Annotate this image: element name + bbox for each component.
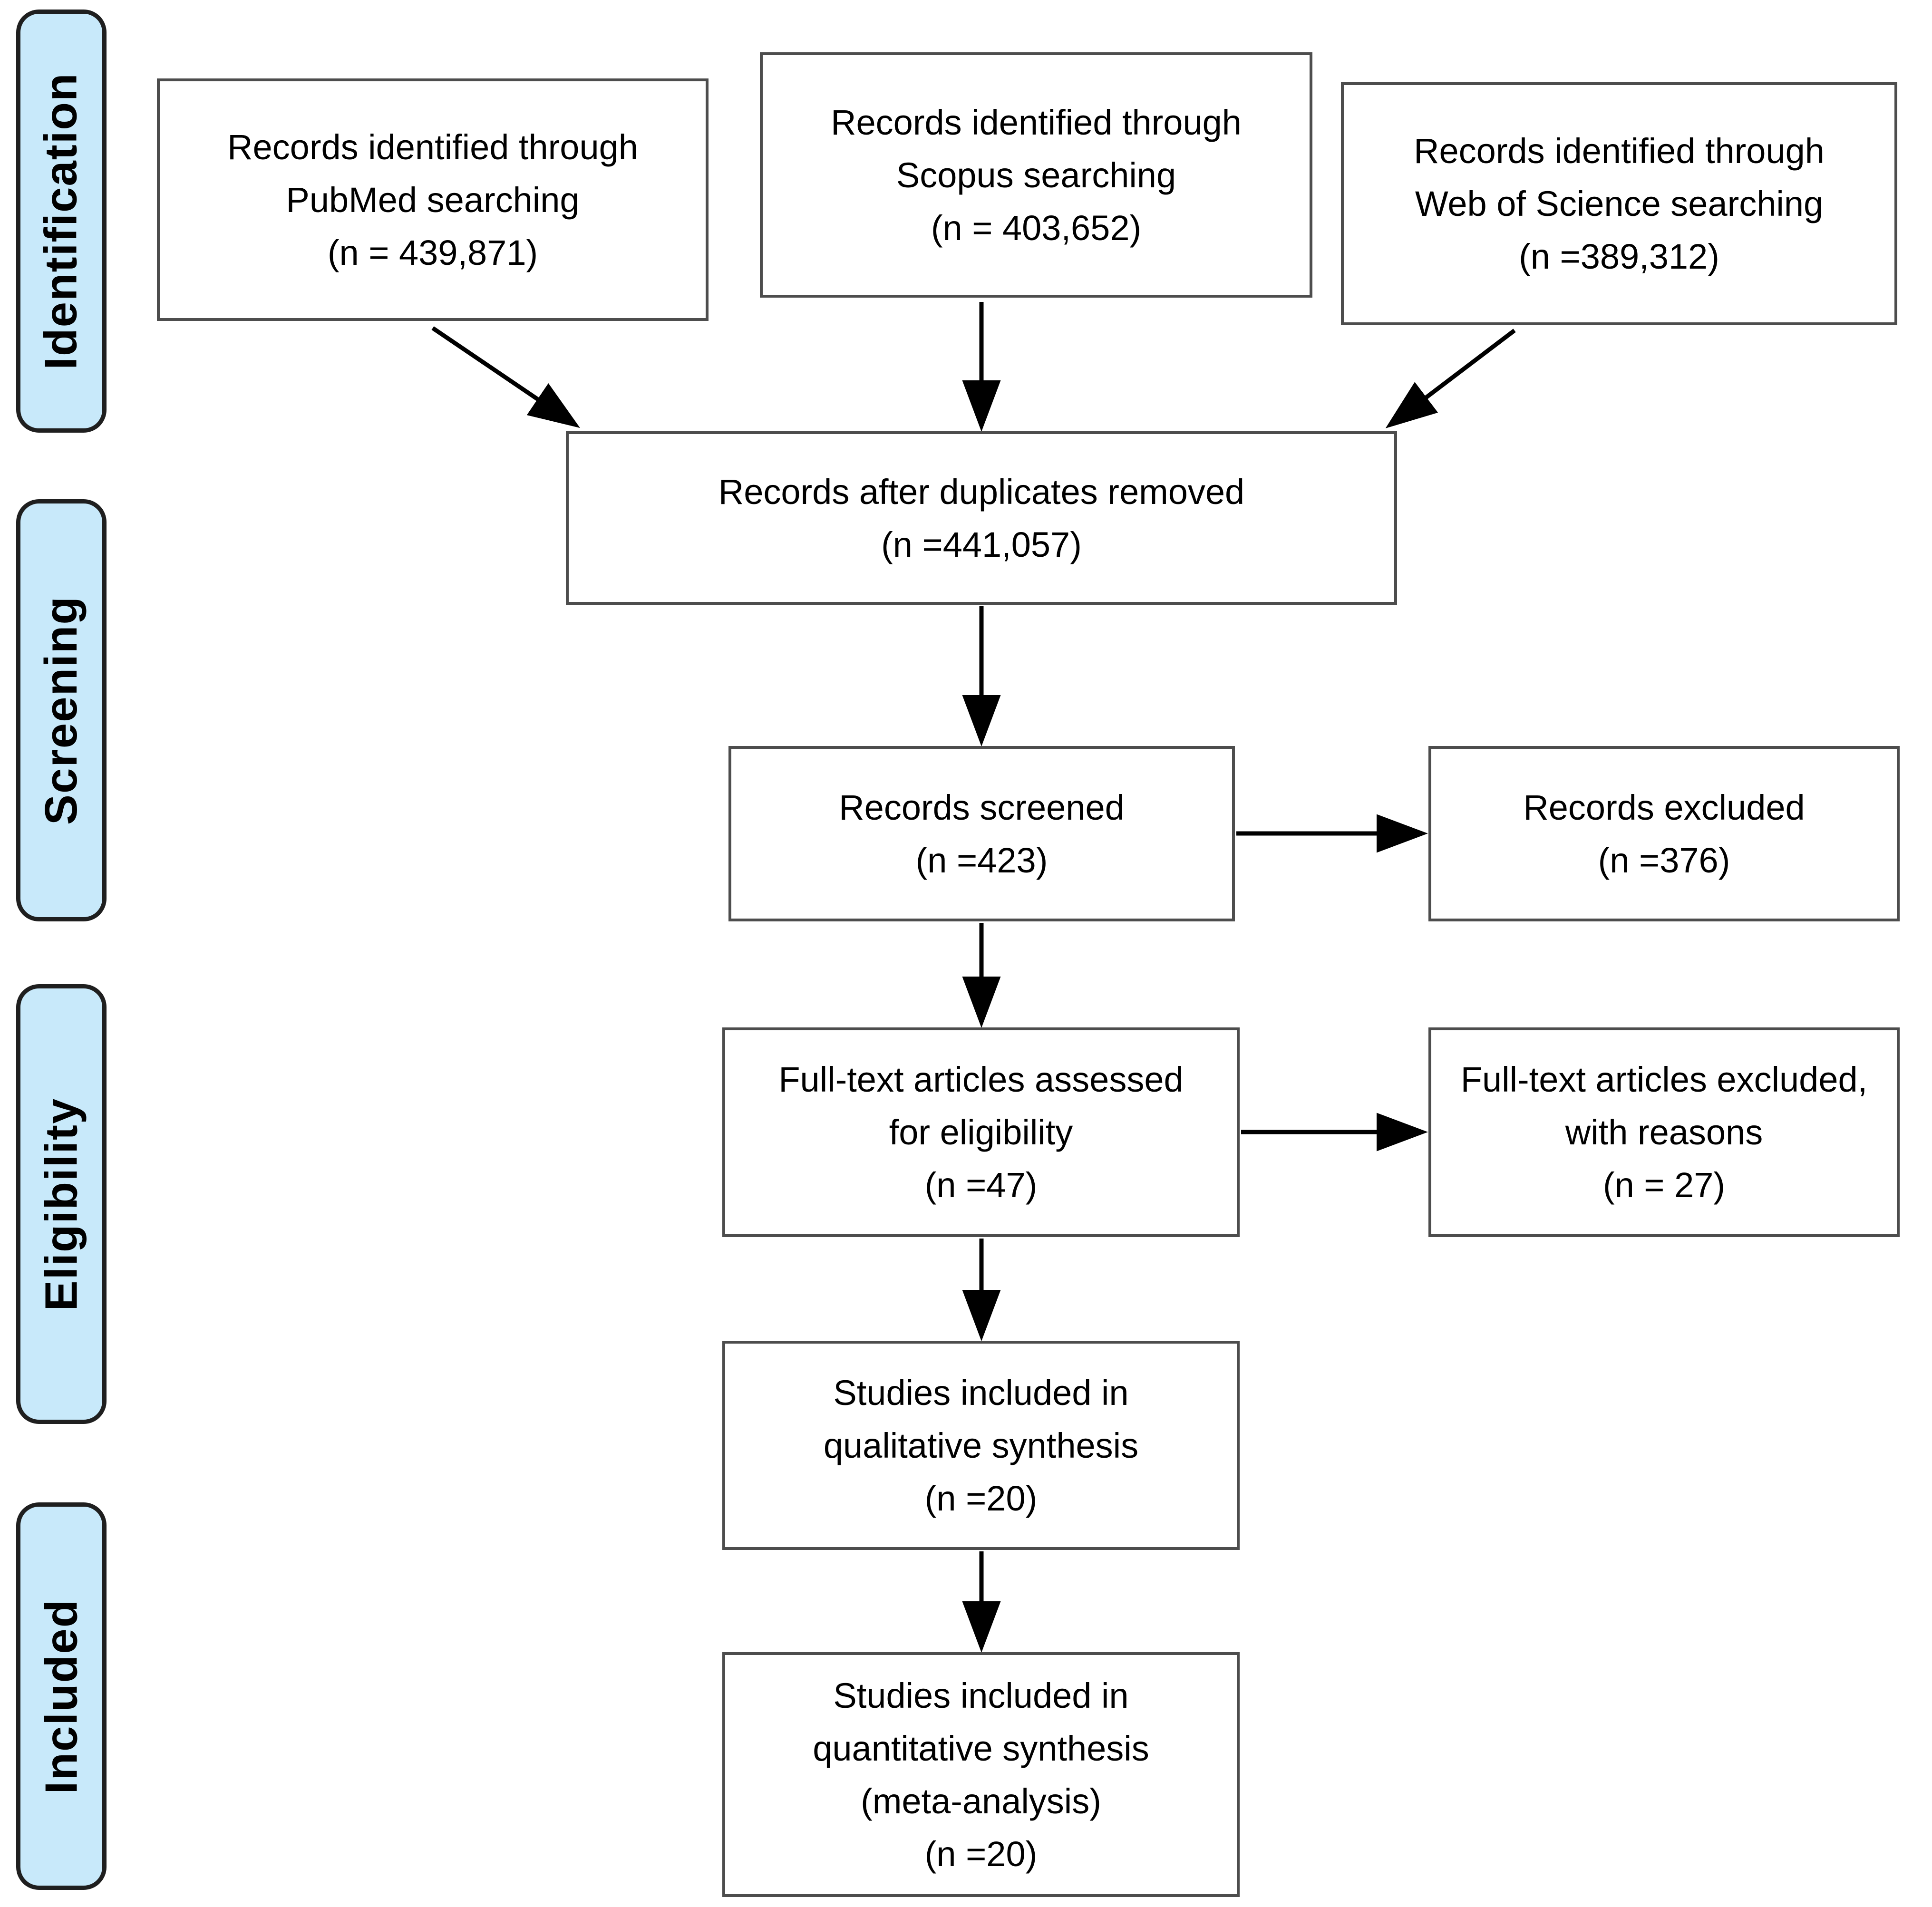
box-records-screened: Records screened (n =423): [728, 746, 1235, 921]
box-count: (n =20): [924, 1834, 1038, 1874]
stage-band-screening: Screening: [16, 499, 107, 921]
stage-label-identification: Identification: [36, 72, 87, 370]
box-records-identified-scopus: Records identified through Scopus search…: [760, 52, 1312, 298]
box-text-line: PubMed searching: [286, 180, 580, 220]
box-qualitative-synthesis: Studies included in qualitative synthesi…: [722, 1341, 1240, 1550]
arrow-pubmed-to-duplicates: [431, 326, 580, 428]
box-quantitative-synthesis: Studies included in quantitative synthes…: [722, 1652, 1240, 1897]
box-text-line: (meta-analysis): [861, 1781, 1101, 1821]
box-text-line: qualitative synthesis: [823, 1425, 1139, 1465]
stage-band-identification: Identification: [16, 10, 107, 433]
box-fulltext-assessed: Full-text articles assessed for eligibil…: [722, 1027, 1240, 1237]
box-records-excluded: Records excluded (n =376): [1428, 746, 1900, 921]
box-count: (n =441,057): [881, 524, 1082, 564]
box-records-after-duplicates-removed: Records after duplicates removed (n =441…: [566, 431, 1397, 605]
stage-label-eligibility: Eligibility: [36, 1097, 87, 1311]
box-text-line: Full-text articles assessed: [778, 1060, 1184, 1099]
stage-label-included: Included: [36, 1598, 87, 1794]
box-text-line: Records excluded: [1523, 787, 1805, 827]
box-count: (n =376): [1598, 840, 1730, 880]
box-text-line: Full-text articles excluded,: [1460, 1060, 1868, 1099]
box-text-line: Records screened: [839, 787, 1125, 827]
arrow-wos-to-duplicates: [1385, 329, 1516, 428]
box-fulltext-excluded: Full-text articles excluded, with reason…: [1428, 1027, 1900, 1237]
stage-label-screening: Screening: [36, 595, 87, 825]
box-count: (n =20): [924, 1478, 1038, 1518]
stage-band-eligibility: Eligibility: [16, 984, 107, 1424]
box-count: (n = 27): [1602, 1165, 1726, 1205]
box-count: (n =423): [915, 840, 1048, 880]
box-text-line: Records identified through: [1414, 131, 1825, 171]
box-text-line: Scopus searching: [896, 155, 1176, 195]
box-text-line: Web of Science searching: [1415, 184, 1824, 223]
box-text-line: Records after duplicates removed: [718, 472, 1245, 512]
box-records-identified-pubmed: Records identified through PubMed search…: [157, 78, 709, 321]
box-text-line: with reasons: [1565, 1113, 1763, 1152]
box-text-line: Records identified through: [227, 127, 638, 167]
box-text-line: quantitative synthesis: [813, 1728, 1149, 1768]
box-count: (n =389,312): [1519, 237, 1719, 276]
box-text-line: Studies included in: [833, 1675, 1129, 1715]
box-text-line: for eligibility: [889, 1113, 1073, 1152]
box-count: (n = 439,871): [327, 232, 538, 272]
box-count: (n =47): [924, 1165, 1038, 1205]
stage-band-included: Included: [16, 1502, 107, 1890]
box-text-line: Studies included in: [833, 1373, 1129, 1413]
box-text-line: Records identified through: [831, 102, 1242, 142]
box-records-identified-web-of-science: Records identified through Web of Scienc…: [1341, 82, 1897, 325]
box-count: (n = 403,652): [931, 208, 1142, 248]
